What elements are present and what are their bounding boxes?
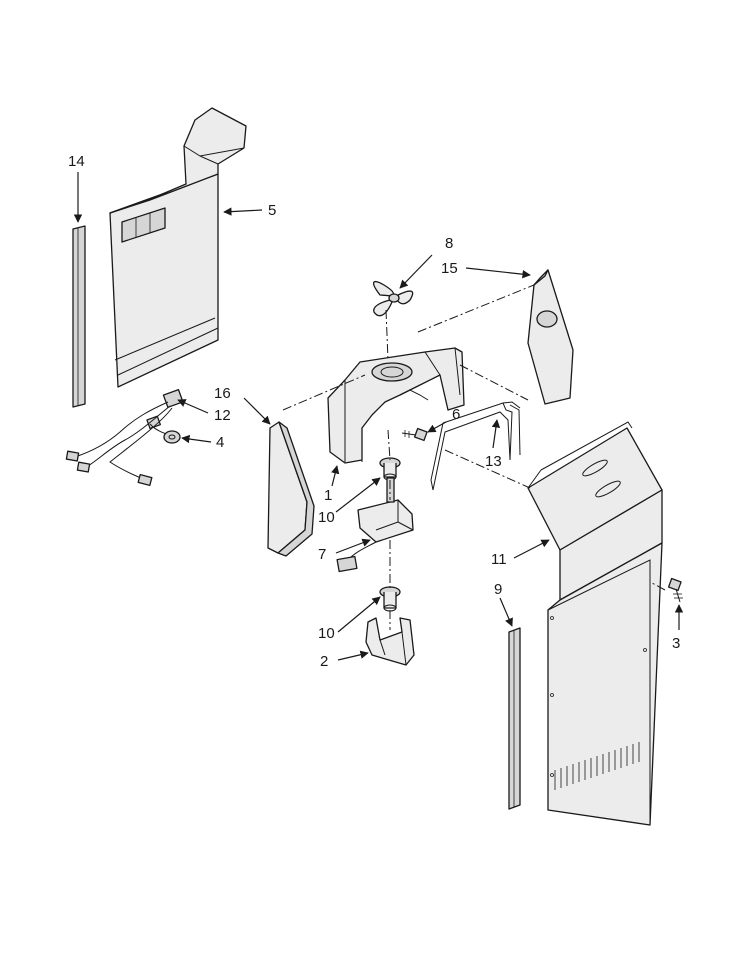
callout-4: 4 <box>216 434 224 451</box>
part-15-right-gasket <box>527 269 574 405</box>
part-8-fan-blade <box>373 281 414 317</box>
callout-5: 5 <box>268 202 276 219</box>
callout-13: 13 <box>485 453 502 470</box>
part-1-fan-housing <box>327 347 465 464</box>
part-7-fan-motor <box>336 477 414 573</box>
callout-7: 7 <box>318 546 326 563</box>
part-2-motor-bracket <box>365 617 415 666</box>
part-12-wire-harness <box>65 388 184 487</box>
callout-8: 8 <box>445 235 453 252</box>
callout-1: 1 <box>324 487 332 504</box>
part-11-evaporator-cover <box>527 421 663 826</box>
leader-lines <box>73 172 684 661</box>
assembly-lines <box>282 284 666 630</box>
part-6-screw <box>401 427 428 442</box>
callout-12: 12 <box>214 407 231 424</box>
cover-vent-slots <box>554 742 640 790</box>
part-5-duct-panel <box>109 107 247 388</box>
callout-2: 2 <box>320 653 328 670</box>
callout-14: 14 <box>68 153 85 170</box>
part-3-screw <box>667 577 683 603</box>
part-10-upper-grommet <box>379 457 401 481</box>
callout-3: 3 <box>672 635 680 652</box>
part-4-fitting <box>163 430 181 444</box>
part-13-wire-bracket <box>430 401 521 491</box>
callout-10-upper: 10 <box>318 509 335 526</box>
part-14-seal-strip <box>72 225 86 408</box>
part-10-lower-grommet <box>379 586 401 612</box>
callout-6: 6 <box>452 406 460 423</box>
callout-11: 11 <box>491 551 507 568</box>
part-9-seal-strip <box>508 627 521 810</box>
callout-16: 16 <box>214 385 231 402</box>
callout-labels: 14 5 8 15 16 12 4 6 13 1 10 7 11 9 3 10 … <box>68 153 680 670</box>
callout-9: 9 <box>494 581 502 598</box>
part-16-left-gasket <box>267 421 315 557</box>
callout-10-lower: 10 <box>318 625 335 642</box>
callout-15: 15 <box>441 260 458 277</box>
